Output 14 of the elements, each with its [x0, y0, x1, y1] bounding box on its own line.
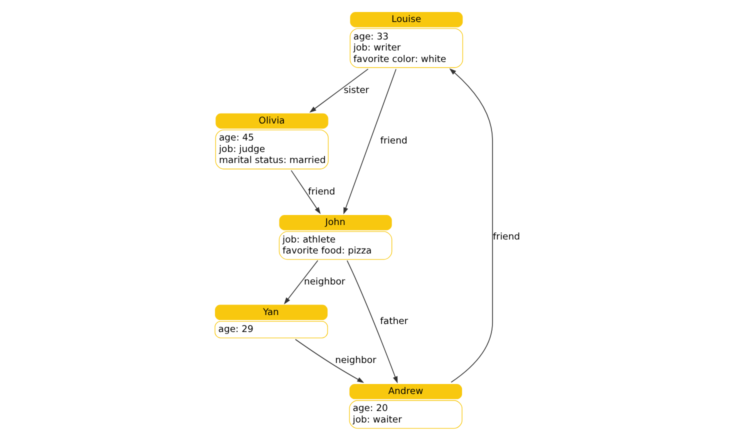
- edge-label: friend: [492, 231, 520, 242]
- edge-label: neighbor: [335, 355, 376, 366]
- edge-label: neighbor: [304, 276, 346, 288]
- arrow: [343, 68, 396, 214]
- edge-label: father: [380, 316, 408, 327]
- arrow: [309, 68, 368, 113]
- arrow: [449, 68, 493, 383]
- arrow: [290, 170, 321, 214]
- arrow: [294, 338, 364, 383]
- edge-label: sister: [344, 84, 370, 96]
- edge-label: friend: [308, 186, 336, 198]
- arrow: [346, 260, 398, 384]
- arrow: [284, 260, 318, 304]
- edge-label: friend: [380, 136, 408, 147]
